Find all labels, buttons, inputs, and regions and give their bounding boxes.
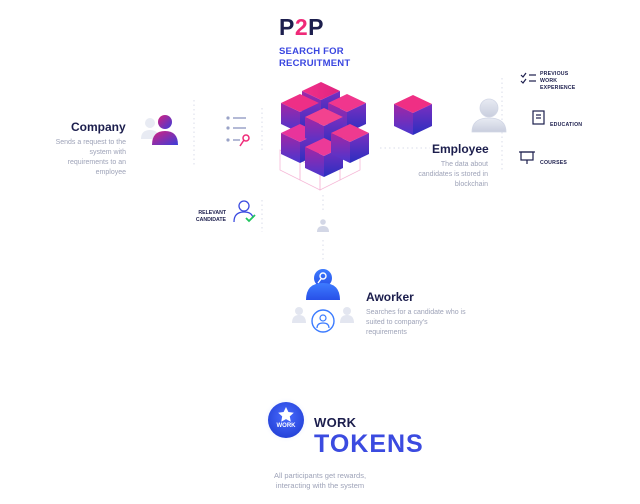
employee-description: The data about candidates is stored in b… — [418, 161, 488, 188]
document-icon — [532, 110, 545, 125]
courses-label: COURSES — [540, 160, 568, 166]
employee-cube-icon — [394, 95, 432, 135]
company-description: Sends a request to the system with requi… — [55, 139, 126, 176]
aworker-person-icon — [306, 269, 340, 300]
tokens-title: TOKENS — [314, 430, 424, 458]
presentation-board-icon — [519, 151, 535, 164]
connector-person-icon — [317, 219, 329, 232]
blockchain-cubes-icon — [279, 82, 369, 191]
company-person-icon — [141, 115, 178, 145]
aworker-description: Searches for a candidate who is suited t… — [366, 309, 466, 336]
connector-lines — [193, 78, 503, 262]
brand-title: P2P — [279, 14, 324, 40]
work-badge-label: WORK — [276, 423, 296, 429]
employee-person-icon — [471, 98, 507, 133]
relevant-candidate-icon — [233, 200, 256, 223]
request-list-icon — [226, 116, 250, 147]
work-token-badge — [263, 397, 309, 443]
rewards-description: All participants get rewards, interactin… — [273, 471, 367, 490]
relevant-candidate-label: RELEVANT CANDIDATE — [195, 210, 226, 223]
employee-title: Employee — [432, 142, 489, 156]
brand-subtitle: SEARCH FOR RECRUITMENT — [279, 46, 351, 69]
checklist-icon — [520, 72, 536, 84]
candidates-group-icon — [292, 307, 354, 333]
work-title: WORK — [314, 415, 357, 430]
star-icon — [278, 407, 294, 422]
previous-work-experience-label: PREVIOUS WORK EXPERIENCE — [540, 71, 576, 91]
company-title: Company — [71, 120, 126, 134]
aworker-title: Aworker — [366, 290, 414, 304]
education-label: EDUCATION — [550, 122, 583, 128]
